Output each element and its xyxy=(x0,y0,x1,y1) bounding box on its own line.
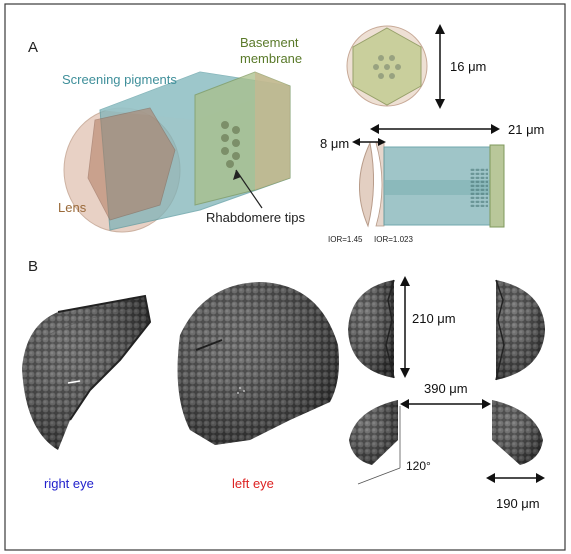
basement-label-line2: membrane xyxy=(240,51,302,66)
panel-a: A Screening pigments Basement membrane L… xyxy=(28,24,544,244)
ommatidium-3d xyxy=(63,71,291,233)
panel-a-letter: A xyxy=(28,39,38,56)
rhabdomere-arrowhead xyxy=(233,170,241,180)
depth-arrow-right xyxy=(536,473,545,483)
width-arrow-top xyxy=(435,24,445,34)
figure-border xyxy=(4,3,566,551)
eye-bottom-left xyxy=(349,400,398,465)
ior-cone-label: IOR=1.023 xyxy=(374,235,413,244)
lens-dimension: 8 μm xyxy=(320,136,349,151)
panel-b-letter: B xyxy=(28,258,38,275)
separation-dimension: 390 μm xyxy=(424,381,468,396)
length-dimension: 21 μm xyxy=(508,122,544,137)
height-arrow-top xyxy=(400,276,410,286)
width-dimension: 16 μm xyxy=(450,59,486,74)
basement-label-line1: Basement xyxy=(240,35,299,50)
lens-arrow-left xyxy=(352,138,360,146)
panel-b: B right eye left eye xyxy=(22,258,545,511)
length-arrow-right xyxy=(491,124,500,134)
side-section-view xyxy=(359,141,505,228)
height-dimension: 210 μm xyxy=(412,311,456,326)
left-eye-label: left eye xyxy=(232,476,274,491)
left-eye-render xyxy=(177,282,339,445)
rhabdomere-label: Rhabdomere tips xyxy=(206,210,305,225)
screening-label: Screening pigments xyxy=(62,72,177,87)
angle-dimension: 120° xyxy=(406,459,431,473)
separation-arrow-right xyxy=(482,399,491,409)
angle-line-diagonal xyxy=(357,467,401,485)
width-arrow-bottom xyxy=(435,99,445,109)
eye-top-right xyxy=(495,279,545,381)
lens-arrow-right xyxy=(378,138,386,146)
eye-bottom-right xyxy=(492,400,543,465)
right-eye-render xyxy=(22,294,152,450)
lens-label: Lens xyxy=(58,200,87,215)
height-arrow-bottom xyxy=(400,368,410,378)
eye-top-left xyxy=(348,279,395,379)
separation-arrow-left xyxy=(400,399,409,409)
right-eye-label: right eye xyxy=(44,476,94,491)
rhabdomere-tips xyxy=(221,121,240,168)
lens-hexagon xyxy=(87,107,176,221)
ior-lens-label: IOR=1.45 xyxy=(328,235,363,244)
depth-arrow-left xyxy=(486,473,495,483)
depth-dimension: 190 μm xyxy=(496,496,540,511)
basement-side xyxy=(255,72,290,190)
length-arrow-left xyxy=(370,124,379,134)
hexagon-front-view xyxy=(346,25,428,107)
